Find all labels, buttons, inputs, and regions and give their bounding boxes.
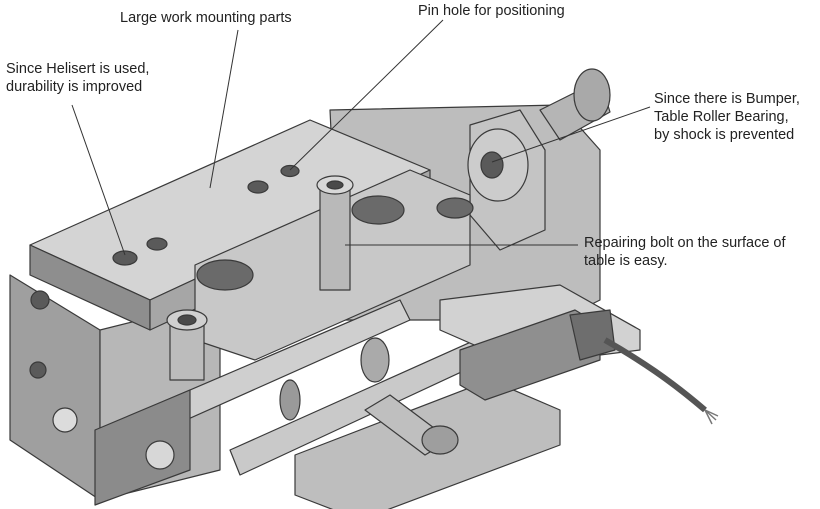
callout-line: table is easy. <box>584 253 668 269</box>
body-hole <box>29 361 47 379</box>
actuator-illustration <box>9 68 719 509</box>
counterbore-pocket <box>351 195 405 225</box>
leader-line-large-work-mounting <box>209 29 239 189</box>
counterbore-pocket <box>196 259 254 291</box>
callout-helisert: Since Helisert is used, durability is im… <box>6 60 149 96</box>
body-front-face <box>9 274 101 501</box>
lower-bolt-head <box>421 425 459 455</box>
rod-collar <box>279 379 301 421</box>
callout-line: Table Roller Bearing, <box>654 109 789 125</box>
pin-hole <box>280 164 300 178</box>
sensor-connector <box>569 309 616 361</box>
callout-text: Large work mounting parts <box>120 10 292 26</box>
sensor-cable-wires <box>704 409 719 425</box>
sensor-body <box>459 309 601 401</box>
callout-text: Pin hole for positioning <box>418 3 565 19</box>
callout-line: durability is improved <box>6 79 143 95</box>
repairing-bolt-shank <box>319 184 351 291</box>
callout-large-work-mounting: Large work mounting parts <box>120 9 292 27</box>
leader-lines <box>71 19 651 256</box>
callout-line: by shock is prevented <box>654 127 795 143</box>
repairing-bolt-socket <box>326 180 344 190</box>
rod-collar <box>360 337 390 383</box>
roller-bearing-bore <box>480 151 504 179</box>
mounting-hole <box>146 237 168 251</box>
mounting-hole <box>247 180 269 194</box>
front-end-plate <box>94 389 191 506</box>
leader-line-helisert <box>71 104 126 256</box>
front-cap-screw-socket <box>177 314 197 326</box>
body-hole <box>30 290 50 310</box>
callout-line: Since there is Bumper, <box>654 91 800 107</box>
end-plate-bore <box>145 440 175 470</box>
sensor-cable <box>603 337 707 413</box>
leader-line-pin-hole <box>289 19 444 171</box>
helisert-hole <box>112 250 138 266</box>
callout-line: Since Helisert is used, <box>6 61 150 77</box>
body-hole <box>52 407 78 433</box>
callout-bumper: Since there is Bumper, Table Roller Bear… <box>654 90 820 144</box>
callout-pin-hole: Pin hole for positioning <box>418 2 565 20</box>
counterbore-pocket <box>436 197 474 219</box>
callout-line: Repairing bolt on the surface of <box>584 235 786 251</box>
leader-line-bumper <box>491 106 651 163</box>
bumper-head <box>573 68 611 122</box>
callout-repairing-bolt: Repairing bolt on the surface of table i… <box>584 234 820 270</box>
